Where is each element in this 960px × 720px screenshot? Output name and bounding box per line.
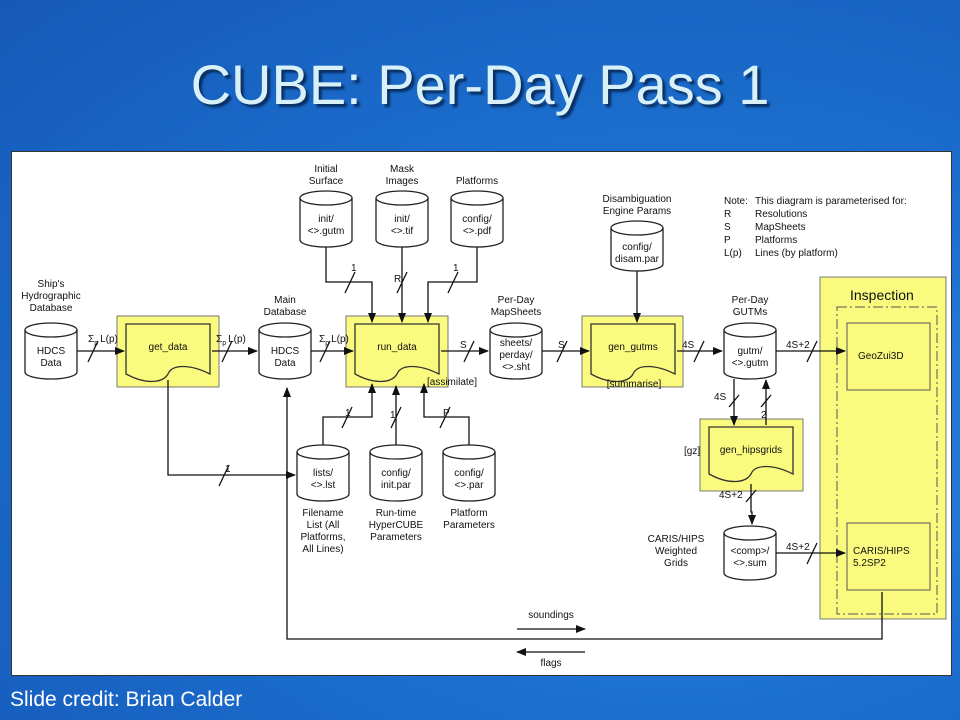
geozui-box[interactable] [846,322,931,391]
get-data-process[interactable] [125,323,211,383]
mult-hips-out: 4S+2 [719,490,743,501]
mult-init-surface: 1 [351,263,357,274]
get-data-label: get_data [149,342,188,353]
mult-sum-caris: 4S+2 [786,542,810,553]
gen-hipsgrids-label: gen_hipsgrids [720,445,782,456]
run-data-sub: [assimilate] [427,377,477,388]
gen-gutms-label: gen_gutms [608,342,657,353]
init-surface-label: init/<>.gutm [308,214,345,237]
run-data-process[interactable] [354,323,440,383]
mult-hips-back: 2 [761,410,767,421]
mask-images-label: init/<>.tif [391,214,413,237]
mult-gutm-hips: 4S [714,392,727,403]
hdcs-ship-store[interactable] [24,322,78,380]
flags-label: flags [540,658,561,669]
platform-par-label: config/<>.par [454,468,484,491]
mapsheets-store[interactable] [489,322,543,380]
platforms-caption: Platforms [456,176,498,187]
note-key-p: P [724,235,731,246]
gen-gutms-highlight [581,315,684,388]
gen-hipsgrids-side: [gz] [684,446,700,457]
lists-label: lists/<>.lst [311,468,336,491]
mult-mask: R [394,274,401,285]
note-text-p: Platforms [755,235,797,246]
mult-gutm-geozui: 4S+2 [786,340,810,351]
note-text-r: Resolutions [755,209,807,220]
slash-marks [87,271,818,565]
platforms-label: config/<>.pdf [462,214,492,237]
hdcs-main-store[interactable] [258,322,312,380]
gen-gutms-process[interactable] [590,323,676,383]
mask-images-store[interactable] [375,190,429,248]
note-header: This diagram is parameterised for: [755,196,907,207]
gen-hipsgrids-highlight [699,418,804,492]
weighted-grids-store[interactable] [723,525,777,581]
inspection-highlight [819,276,947,620]
mult-run-sheets: S [460,340,467,351]
mult-lists-in: 1 [225,464,231,475]
geozui-label: GeoZui3D [858,351,904,362]
mult-lists: 1 [345,408,351,419]
inspection-frame [836,306,938,615]
note-text-l: Lines (by platform) [755,248,838,259]
disam-store[interactable] [610,220,664,272]
weighted-label: <comp>/<>.sum [731,546,770,569]
gen-gutms-sub: [summarise] [607,379,662,390]
mult-platforms: 1 [453,263,459,274]
platform-par-store[interactable] [442,444,496,502]
slide-title: CUBE: Per-Day Pass 1 [190,53,770,116]
note-key-l: L(p) [724,248,742,259]
run-data-label: run_data [377,342,417,353]
note-key-s: S [724,222,731,233]
slide-credit: Slide credit: Brian Calder [10,688,243,711]
mult-init-par: 1 [390,410,396,421]
init-par-label: config/init.par [381,468,412,491]
init-par-store[interactable] [369,444,423,502]
mult-platform-par: P [443,408,450,419]
disam-label: config/disam.par [615,242,660,265]
init-surface-store[interactable] [299,190,353,248]
note-key: Note: [724,196,748,207]
gutms-store[interactable] [723,322,777,380]
mult-sheets-gen: S [558,340,565,351]
caris-box[interactable] [846,522,931,591]
note-text-s: MapSheets [755,222,806,233]
mapsheets-label: sheets/perday/<>.sht [499,338,533,373]
note-key-r: R [724,209,731,220]
lists-store[interactable] [296,444,350,502]
mult-gen-gutm: 4S [682,340,695,351]
gutms-label: gutm/<>.gutm [732,346,769,369]
gen-hipsgrids-process[interactable] [708,426,794,483]
platforms-store[interactable] [450,190,504,248]
inspection-title: Inspection [850,287,914,303]
soundings-label: soundings [528,610,574,621]
